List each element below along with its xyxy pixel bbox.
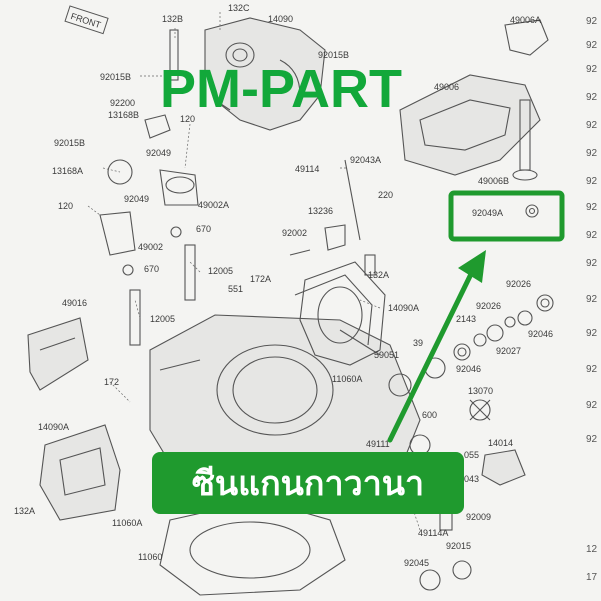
brand-title: PM-PART bbox=[160, 59, 402, 119]
side-number: 92 bbox=[586, 230, 598, 241]
part-label: 120 bbox=[180, 114, 195, 124]
side-number: 92 bbox=[586, 328, 598, 339]
part-number-labels: 132B 132C 14090 92015B 92015B 92200 1316… bbox=[14, 3, 553, 568]
part-label: 92027 bbox=[496, 346, 521, 356]
part-label: 49006 bbox=[434, 82, 459, 92]
part-label: 92200 bbox=[110, 98, 135, 108]
part-label: 92046 bbox=[528, 329, 553, 339]
side-number: 92 bbox=[586, 294, 598, 305]
highlight-label: 92049A bbox=[472, 208, 503, 218]
side-number: 92 bbox=[586, 64, 598, 75]
part-label: 14090 bbox=[268, 14, 293, 24]
part-label: 92045 bbox=[404, 558, 429, 568]
side-number: 92 bbox=[586, 120, 598, 131]
part-label: 59051 bbox=[374, 350, 399, 360]
part-label: 172A bbox=[250, 274, 271, 284]
caption-banner: ซีนแกนกาวานา bbox=[152, 452, 464, 514]
side-number: 92 bbox=[586, 148, 598, 159]
side-number: 92 bbox=[586, 364, 598, 375]
part-label: 132B bbox=[162, 14, 183, 24]
part-label: 49006B bbox=[478, 176, 509, 186]
side-number: 92 bbox=[586, 92, 598, 103]
part-label: 92009 bbox=[466, 512, 491, 522]
valve-shafts-left bbox=[99, 29, 199, 346]
base-gasket bbox=[159, 499, 346, 596]
part-label: 670 bbox=[196, 224, 211, 234]
side-number: 92 bbox=[586, 40, 598, 51]
caption-text: ซีนแกนกาวานา bbox=[191, 464, 425, 504]
part-label: 13168A bbox=[52, 166, 83, 176]
part-label: 49002A bbox=[198, 200, 229, 210]
right-edge-numbers: 92 92 92 92 92 92 92 92 92 92 92 92 92 9… bbox=[586, 16, 598, 583]
exhaust-gasket bbox=[294, 261, 386, 366]
part-label: 13168B bbox=[108, 110, 139, 120]
bracket-49016 bbox=[27, 317, 89, 391]
part-label: 49002 bbox=[138, 242, 163, 252]
part-label: 14014 bbox=[488, 438, 513, 448]
part-label: 92049 bbox=[124, 194, 149, 204]
part-label: 92046 bbox=[456, 364, 481, 374]
side-number: 12 bbox=[586, 544, 598, 555]
part-label: 11060A bbox=[332, 374, 362, 384]
part-label: 14090A bbox=[38, 422, 69, 432]
part-label: 92015B bbox=[100, 72, 131, 82]
part-label: 670 bbox=[144, 264, 159, 274]
part-label: 132C bbox=[228, 3, 250, 13]
side-number: 92 bbox=[586, 176, 598, 187]
part-label: 92049 bbox=[146, 148, 171, 158]
leader-lines bbox=[87, 12, 421, 531]
part-label: 11060 bbox=[138, 552, 162, 562]
part-label: 92015B bbox=[54, 138, 85, 148]
part-label: 13236 bbox=[308, 206, 333, 216]
part-label: 92015 bbox=[446, 541, 471, 551]
side-number: 92 bbox=[586, 400, 598, 411]
water-pump-parts bbox=[388, 294, 554, 591]
pointer-arrow bbox=[387, 250, 486, 443]
part-label: 49006A bbox=[510, 15, 541, 25]
part-label: 92002 bbox=[282, 228, 307, 238]
part-label: 132A bbox=[368, 270, 389, 280]
part-label: 551 bbox=[228, 284, 243, 294]
side-number: 92 bbox=[586, 202, 598, 213]
power-valve-right bbox=[399, 19, 549, 181]
part-label: 49114 bbox=[295, 164, 319, 174]
part-label: 92043A bbox=[350, 155, 381, 165]
part-label: 12005 bbox=[150, 314, 175, 324]
side-number: 92 bbox=[586, 16, 598, 27]
part-label: 172 bbox=[104, 377, 119, 387]
part-label: 92026 bbox=[476, 301, 501, 311]
part-label: 49016 bbox=[62, 298, 87, 308]
part-label: 11060A bbox=[112, 518, 142, 528]
part-label: 600 bbox=[422, 410, 437, 420]
part-label: 043 bbox=[464, 474, 479, 484]
part-label: 39 bbox=[413, 338, 423, 348]
front-stamp: FRONT bbox=[64, 5, 109, 35]
part-label: 92026 bbox=[506, 279, 531, 289]
part-label: 220 bbox=[378, 190, 393, 200]
part-label: 49114A bbox=[418, 528, 448, 538]
front-stamp-text: FRONT bbox=[69, 11, 102, 30]
part-label: 120 bbox=[58, 201, 73, 211]
valve-housing bbox=[204, 17, 326, 131]
side-number: 92 bbox=[586, 258, 598, 269]
part-label: 2143 bbox=[456, 314, 476, 324]
side-number: 92 bbox=[586, 434, 598, 445]
rod-49114 bbox=[289, 159, 376, 276]
part-label: 92015B bbox=[318, 50, 349, 60]
part-label: 055 bbox=[464, 450, 479, 460]
part-label: 13070 bbox=[468, 386, 493, 396]
highlight-box: 92049A bbox=[448, 190, 565, 242]
part-label: 132A bbox=[14, 506, 35, 516]
part-label: 12005 bbox=[208, 266, 233, 276]
part-label: 49111 bbox=[366, 439, 390, 449]
part-label: 14090A bbox=[388, 303, 419, 313]
side-number: 17 bbox=[586, 572, 598, 583]
cover-14090a bbox=[39, 424, 121, 521]
